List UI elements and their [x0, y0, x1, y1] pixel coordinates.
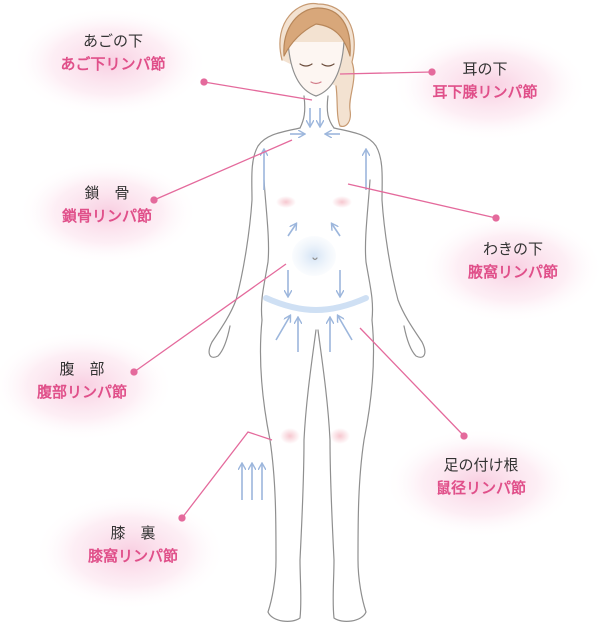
- clavicle-node: 鎖骨リンパ節: [22, 205, 192, 228]
- armpit-node: 腋窩リンパ節: [428, 261, 598, 284]
- label-abdomen: 腹 部 腹部リンパ節: [0, 358, 167, 405]
- groin-name: 足の付け根: [396, 454, 566, 477]
- label-clavicle: 鎖 骨 鎖骨リンパ節: [22, 182, 192, 229]
- abdomen-name: 腹 部: [0, 358, 167, 381]
- groin-pointer-dot: [461, 433, 467, 439]
- label-chin: あごの下 あご下リンパ節: [28, 30, 198, 77]
- ear-node: 耳下腺リンパ節: [400, 81, 570, 104]
- ear-name: 耳の下: [400, 58, 570, 81]
- label-groin: 足の付け根 鼠径リンパ節: [396, 454, 566, 501]
- chin-node: あご下リンパ節: [28, 53, 198, 76]
- label-knee: 膝 裏 膝窩リンパ節: [48, 522, 218, 569]
- groin-node: 鼠径リンパ節: [396, 477, 566, 500]
- body-outline: [209, 3, 425, 621]
- armpit-name: わきの下: [428, 238, 598, 261]
- chin-pointer-dot: [201, 79, 207, 85]
- armpit-pointer-dot: [493, 215, 499, 221]
- knee-node: 膝窩リンパ節: [48, 545, 218, 568]
- clavicle-name: 鎖 骨: [22, 182, 192, 205]
- knee-name: 膝 裏: [48, 522, 218, 545]
- abdomen-node: 腹部リンパ節: [0, 381, 167, 404]
- chin-name: あごの下: [28, 30, 198, 53]
- knee-pointer-dot: [179, 515, 185, 521]
- label-armpit: わきの下 腋窩リンパ節: [428, 238, 598, 285]
- label-ear: 耳の下 耳下腺リンパ節: [400, 58, 570, 105]
